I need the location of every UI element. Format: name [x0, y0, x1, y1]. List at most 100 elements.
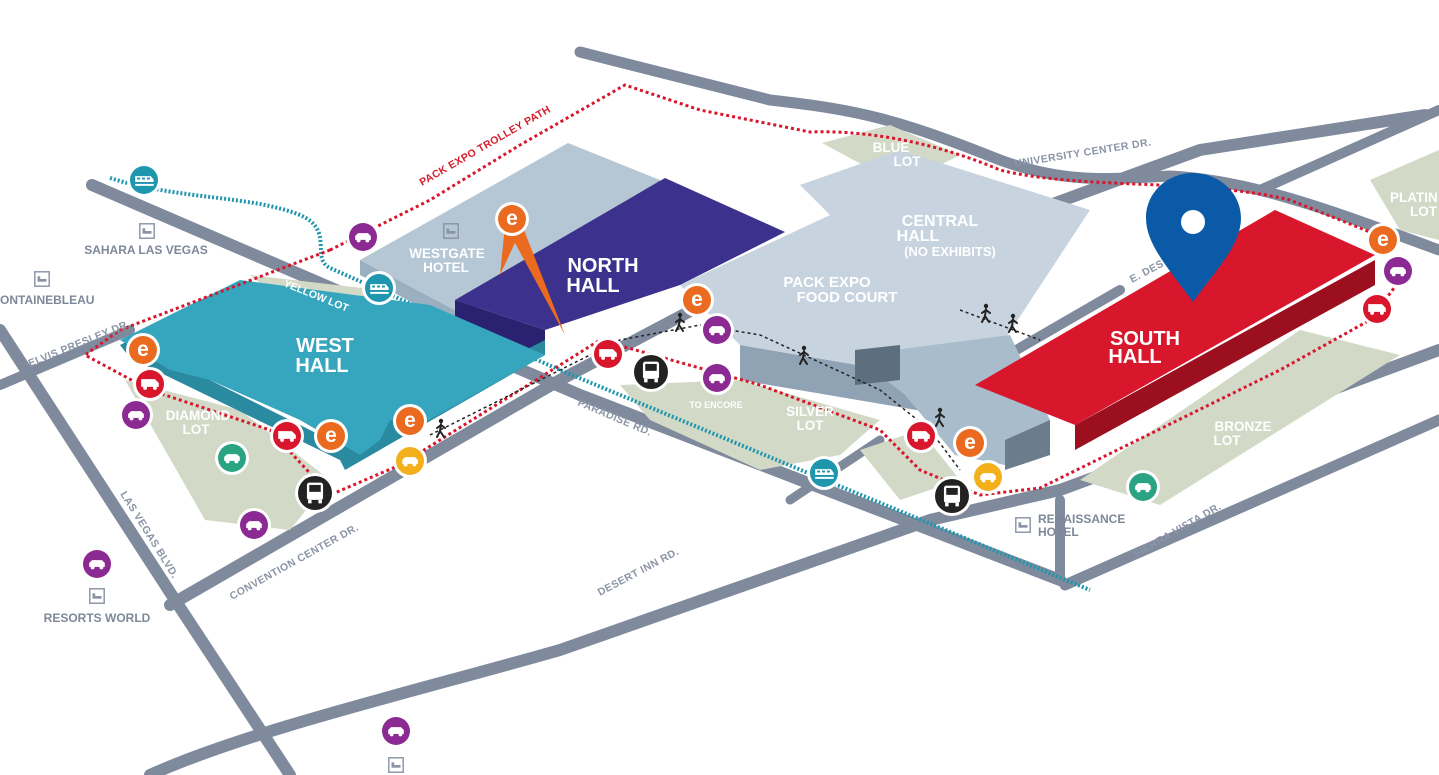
- fontainebleau-label: ONTAINEBLEAU: [0, 293, 94, 307]
- south-hall-label: SOUTH: [1110, 328, 1180, 350]
- westgate-hotel-label-2: HOTEL: [423, 260, 469, 275]
- car-icon[interactable]: [119, 398, 153, 432]
- westgate-hotel-label: WESTGATE: [409, 246, 485, 261]
- sahara-label: SAHARA LAS VEGAS: [84, 243, 208, 257]
- north-hall-label-2: HALL: [566, 275, 619, 297]
- van-icon[interactable]: [270, 419, 304, 453]
- entrance-icons: [500, 225, 565, 335]
- renaissance-lot-area: [860, 430, 960, 500]
- monorail-icon[interactable]: [127, 163, 161, 197]
- walking-path: [429, 324, 961, 471]
- car-icon[interactable]: [1126, 470, 1160, 504]
- letter-e-icon[interactable]: e: [393, 404, 427, 438]
- platinum-lot-label: PLATIN: [1390, 190, 1438, 205]
- monorail-icon[interactable]: [807, 456, 841, 490]
- hotel-bed-icon: [139, 223, 155, 239]
- silver-lot-label: SILVER: [786, 404, 834, 419]
- west-hall-label: WEST: [296, 335, 354, 357]
- desert-inn-rd-label: DESERT INN RD.: [596, 546, 681, 599]
- van-icon[interactable]: [591, 337, 625, 371]
- road-elvis-presley-dr: [0, 325, 135, 390]
- west-hall: [120, 280, 545, 455]
- icon-layer: e e e e e e e: [80, 163, 1415, 748]
- north-hall-side: [455, 300, 545, 355]
- car-icon[interactable]: [379, 714, 413, 748]
- north-hall-entrance-pointer-2: [508, 225, 565, 335]
- central-hall-connector: [855, 335, 1050, 465]
- south-hall-side: [1075, 260, 1375, 450]
- car-icon[interactable]: [237, 508, 271, 542]
- blue-lot-label: BLUE: [873, 140, 910, 155]
- bus-icon[interactable]: [932, 476, 972, 516]
- map-pin-hole: [1181, 210, 1205, 234]
- central-hall-label-3: (NO EXHIBITS): [904, 244, 996, 259]
- letter-e-icon[interactable]: e: [314, 419, 348, 453]
- bronze-lot-area: [1080, 330, 1400, 505]
- renaissance-label-2: HOTEL: [1038, 525, 1079, 539]
- bronze-lot-label: BRONZE: [1215, 419, 1272, 434]
- central-hall-label-2: HALL: [897, 228, 940, 245]
- entrance-letter: e: [1377, 228, 1389, 251]
- walking-person-icon: [436, 418, 446, 438]
- car-icon[interactable]: [215, 441, 249, 475]
- silver-lot-label-2: LOT: [797, 418, 825, 433]
- road-desert-inn-rd: [144, 344, 1439, 775]
- letter-e-icon[interactable]: e: [680, 283, 714, 317]
- monorail-glyph: [815, 469, 834, 479]
- trolley-route: [82, 83, 1402, 497]
- bronze-lot-label-2: LOT: [1214, 433, 1242, 448]
- platinum-lot-label-2: LOT: [1410, 204, 1438, 219]
- west-hall-label-2: HALL: [295, 355, 348, 377]
- bus-icon[interactable]: [631, 352, 671, 392]
- central-hall-connector-side: [1005, 420, 1050, 470]
- food-court-label-2: FOOD COURT: [797, 289, 898, 306]
- van-icon[interactable]: [133, 367, 167, 401]
- elvis-presley-dr-label: ELVIS PRESLEY DR.: [27, 318, 133, 370]
- diamond-lot-label: DIAMOND: [166, 408, 231, 423]
- entrance-letter: e: [404, 409, 416, 432]
- south-hall-label-2: HALL: [1108, 346, 1161, 368]
- road-sierra-vista-dr: [1059, 414, 1439, 591]
- road-paradise-rd: [86, 179, 1066, 586]
- van-icon[interactable]: [1360, 292, 1394, 326]
- monorail-icon[interactable]: [362, 271, 396, 305]
- taxi-icon[interactable]: [393, 444, 427, 478]
- car-icon[interactable]: [346, 220, 380, 254]
- taxi-icon[interactable]: [971, 460, 1005, 494]
- sierra-vista-dr-label: SIERRA VISTA DR.: [1132, 501, 1224, 561]
- north-hall: [455, 178, 785, 330]
- car-icon[interactable]: [80, 547, 114, 581]
- letter-e-icon[interactable]: e: [495, 202, 529, 236]
- hotel-bed-icon: [1015, 517, 1031, 533]
- bus-icon[interactable]: [295, 473, 335, 513]
- letter-e-icon[interactable]: e: [953, 426, 987, 460]
- south-hall: [975, 210, 1375, 425]
- road-university-center-dr: [574, 46, 1439, 256]
- renaissance-label: RENAISSANCE: [1038, 512, 1125, 526]
- platinum-lot-area: [1370, 150, 1439, 240]
- south-hall-location-pin[interactable]: [1146, 173, 1241, 302]
- entrance-letter: e: [137, 338, 149, 361]
- map-pin-icon[interactable]: [1146, 173, 1241, 302]
- entrance-letter: e: [964, 431, 976, 454]
- car-icon[interactable]: [700, 313, 734, 347]
- road-las-vegas-blvd: [0, 324, 296, 775]
- diamond-lot-label-2: LOT: [183, 422, 211, 437]
- monorail-glyph: [370, 284, 389, 294]
- monorail-line: [109, 176, 1091, 592]
- car-icon[interactable]: [1381, 254, 1415, 288]
- north-hall-label: NORTH: [567, 255, 638, 277]
- entrance-letter: e: [506, 207, 518, 230]
- letter-e-icon[interactable]: e: [1366, 223, 1400, 257]
- van-icon[interactable]: [904, 419, 938, 453]
- car-icon[interactable]: [700, 361, 734, 395]
- silver-lot-area: [620, 380, 880, 470]
- entrance-letter: e: [691, 288, 703, 311]
- hotel-bed-icon: [388, 757, 404, 773]
- letter-e-icon[interactable]: e: [126, 333, 160, 367]
- university-center-dr-label: UNIVERSITY CENTER DR.: [1014, 136, 1152, 169]
- central-hall-label: CENTRAL: [902, 213, 979, 230]
- food-court-label: PACK EXPO: [783, 274, 871, 291]
- hotel-bed-icon: [34, 271, 50, 287]
